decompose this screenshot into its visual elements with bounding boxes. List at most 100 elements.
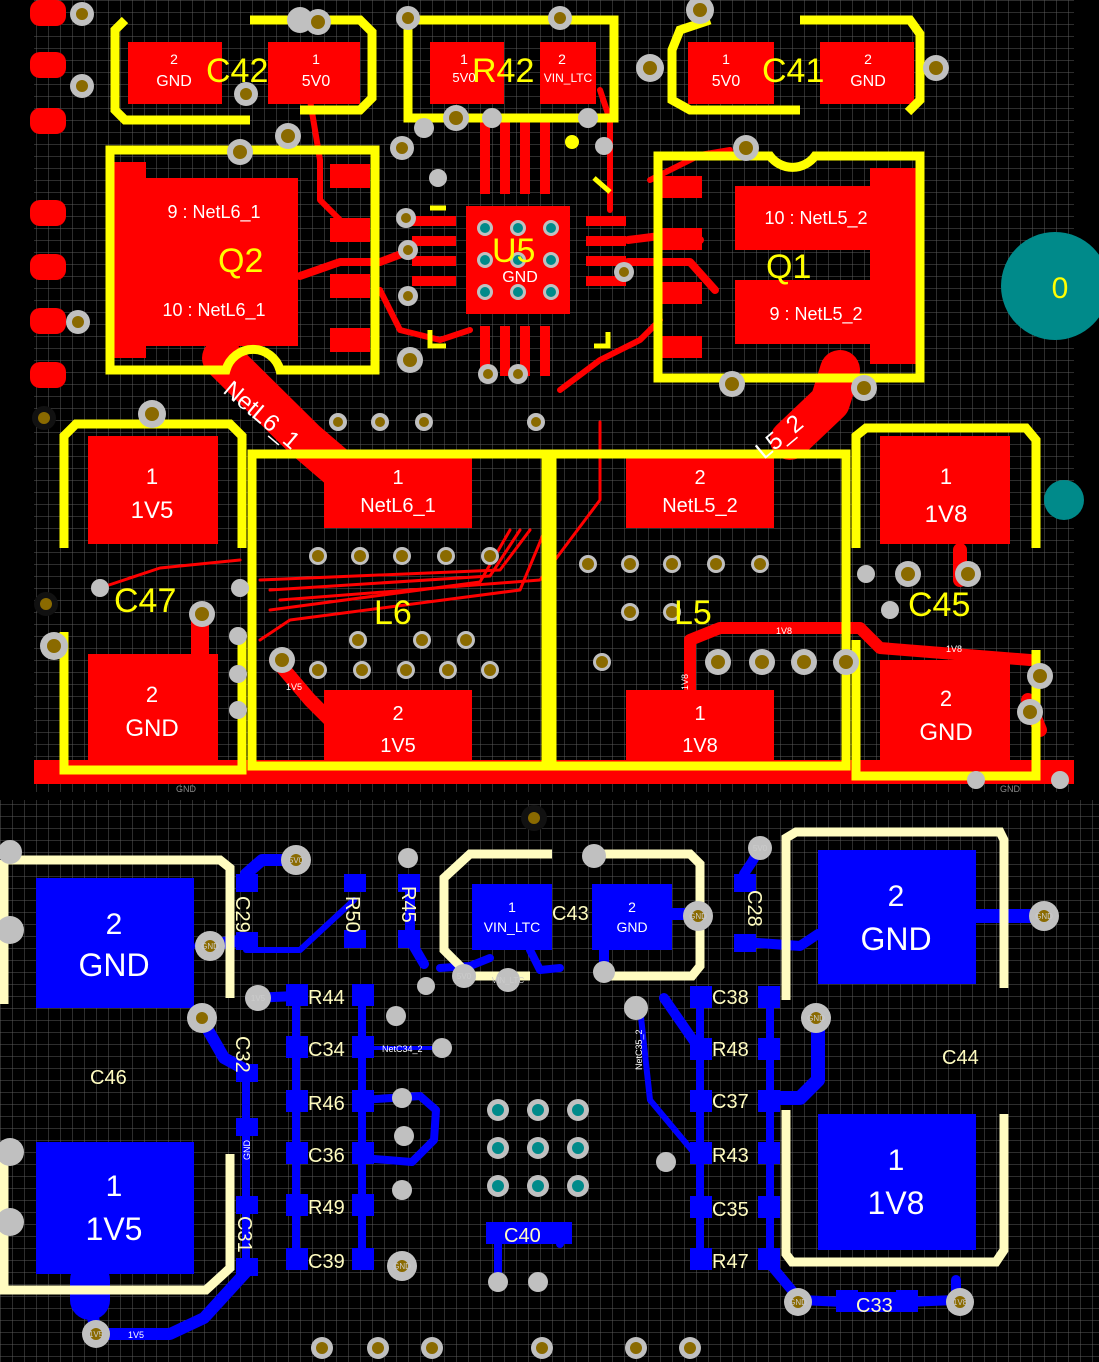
designator-r42: R42 xyxy=(472,52,534,90)
pad-net: 9 : NetL6_1 xyxy=(167,202,260,223)
via-label: GND xyxy=(201,942,219,951)
designator-c34: C34 xyxy=(308,1039,345,1061)
pad-number: 2 xyxy=(628,899,636,915)
trace-label: 1V8 xyxy=(946,644,962,654)
pad-net: 10 : NetL5_2 xyxy=(764,208,867,229)
designator-c37: C37 xyxy=(712,1091,749,1113)
pad-number: 1 xyxy=(312,51,320,67)
bottom-vias[interactable] xyxy=(0,805,1059,1359)
pad-net: GND xyxy=(860,921,931,957)
pad-number: 2 xyxy=(106,908,123,941)
top-thermal-vias xyxy=(477,220,1099,520)
mounting-hole-pad[interactable] xyxy=(1001,232,1099,340)
designator-c45: C45 xyxy=(908,586,970,624)
designator-c28: C28 xyxy=(743,890,765,927)
pad-number: 2 xyxy=(864,51,872,67)
via-label: 5V0 xyxy=(289,856,304,865)
via-label: VIN_LTC xyxy=(492,976,525,985)
designator-c36: C36 xyxy=(308,1145,345,1167)
designator-c40: C40 xyxy=(504,1225,541,1247)
via-label: GND xyxy=(1035,912,1053,921)
designator-c32: C32 xyxy=(231,1036,253,1073)
pad-net: GND xyxy=(125,715,178,742)
via-label: 5V0 xyxy=(753,844,768,853)
via-label: GND xyxy=(393,1262,411,1271)
bottom-labels: C29 R50 R45 C43 C28 C46 R44 C34 C32 R46 … xyxy=(78,844,1053,1340)
pad-net: 1V5 xyxy=(131,497,174,524)
via-label: GND xyxy=(807,1014,825,1023)
designator-q2: Q2 xyxy=(218,242,263,280)
designator-c47: C47 xyxy=(114,582,176,620)
pad-net: NetL5_2 xyxy=(662,495,738,517)
designator-c42: C42 xyxy=(206,52,268,90)
trace-label: 1V8 xyxy=(680,674,690,690)
pad-number: 2 xyxy=(146,682,158,707)
pad-net: VIN_LTC xyxy=(484,919,541,935)
pad-number: 2 xyxy=(694,467,705,489)
trace-label: 1V8 xyxy=(776,626,792,636)
top-silkscreen xyxy=(59,15,1041,781)
pad-number: 1 xyxy=(940,464,952,489)
designator-l5: L5 xyxy=(674,594,712,632)
bottom-copper-c33-body xyxy=(856,1292,898,1312)
trace-label: GND xyxy=(242,1140,252,1161)
pad-net: 5V0 xyxy=(712,73,741,90)
via-label: 1V5 xyxy=(89,1330,104,1339)
designator-q1: Q1 xyxy=(766,248,811,286)
bottom-thermal-vias[interactable] xyxy=(487,1099,589,1197)
pad-number: 1 xyxy=(694,703,705,725)
trace-label: 1V5 xyxy=(128,1330,144,1340)
designator-c44: C44 xyxy=(942,1047,979,1069)
designator-r50: R50 xyxy=(341,896,363,933)
pad-number: 2 xyxy=(888,880,905,913)
pad-number: 1 xyxy=(460,51,468,67)
pad-number: 1 xyxy=(722,51,730,67)
pad-number: 2 xyxy=(940,686,952,711)
pad-number: 1 xyxy=(508,899,516,915)
pad-number: 1 xyxy=(392,467,403,489)
designator-r45: R45 xyxy=(397,886,419,923)
designator-r48: R48 xyxy=(712,1039,749,1061)
designator-c38: C38 xyxy=(712,987,749,1009)
designator-c46: C46 xyxy=(90,1067,127,1089)
trace-label: 1V5 xyxy=(286,682,302,692)
pad-net: 1V8 xyxy=(925,501,968,528)
designator-c43: C43 xyxy=(552,903,589,925)
via-label: 1V5 xyxy=(251,994,266,1003)
designator-r49: R49 xyxy=(308,1197,345,1219)
pad-net: GND xyxy=(502,269,538,286)
pad-number: 1 xyxy=(106,1170,123,1203)
via-label: GND xyxy=(789,1298,807,1307)
pad-net: 1V8 xyxy=(868,1185,925,1221)
pad-net: 10 : NetL6_1 xyxy=(162,300,265,321)
pad-number: 1 xyxy=(888,1144,905,1177)
designator-r47: R47 xyxy=(712,1251,749,1273)
pad-net: 1V5 xyxy=(86,1211,143,1247)
pad-net: 5V0 xyxy=(452,70,475,85)
designator-r46: R46 xyxy=(308,1093,345,1115)
designator-c39: C39 xyxy=(308,1251,345,1273)
pad-net: GND xyxy=(616,919,647,935)
pad-net: GND xyxy=(78,947,149,983)
pad-net: 5V0 xyxy=(302,73,331,90)
via-label: 1V8 xyxy=(953,1298,968,1307)
pad-number: 2 xyxy=(392,703,403,725)
trace-label: GND xyxy=(1000,784,1021,794)
designator-c29: C29 xyxy=(231,896,253,933)
pad-net: NetL6_1 xyxy=(360,495,436,517)
pad-net: 1V8 xyxy=(682,735,718,757)
pad-net: GND xyxy=(919,719,972,746)
pad-number: 2 xyxy=(170,51,178,67)
via-label: GND xyxy=(689,912,707,921)
pad-net: GND xyxy=(156,73,192,90)
trace-label: GND xyxy=(176,784,197,794)
trace-label: NetC35_2 xyxy=(634,1029,644,1070)
designator-l6: L6 xyxy=(374,594,412,632)
pad-number: 2 xyxy=(558,51,566,67)
designator-c35: C35 xyxy=(712,1199,749,1221)
designator-r44: R44 xyxy=(308,987,345,1009)
via-label: 5V0 xyxy=(457,972,472,981)
top-vias[interactable] xyxy=(32,0,1069,789)
pad-net: VIN_LTC xyxy=(544,71,593,85)
